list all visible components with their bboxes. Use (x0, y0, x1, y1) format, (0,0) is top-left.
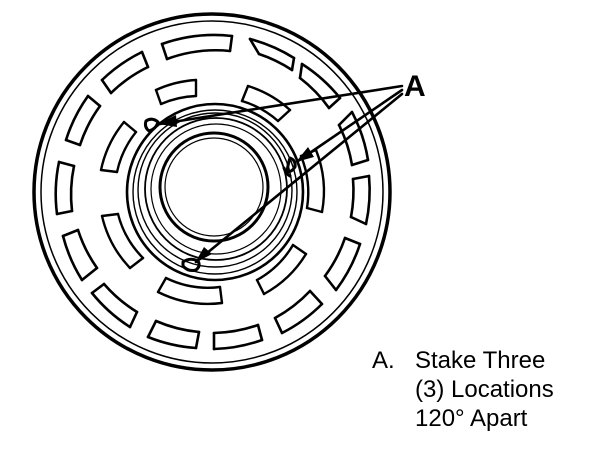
arrowhead-1 (158, 115, 177, 127)
legend-text-1: Stake Three (415, 347, 546, 374)
leader-line-3 (194, 92, 404, 264)
legend: A. Stake Three (3) Locations 120° Apart (372, 346, 554, 433)
outer-rim (32, 12, 392, 372)
callout-label-a: A (404, 70, 426, 103)
legend-line-3: 120° Apart (415, 405, 528, 432)
center-bore (158, 131, 270, 243)
legend-key: A. (372, 347, 395, 374)
stake-marks (143, 117, 297, 272)
leader-lines (158, 84, 404, 264)
stake-mark-2 (282, 156, 297, 178)
outer-rim-inner (40, 20, 384, 364)
arrowheads (158, 115, 314, 263)
legend-line-1: A. Stake Three (372, 346, 554, 375)
outer-slot-ring (54, 33, 371, 351)
leader-line-2 (296, 88, 404, 163)
stake-mark-3 (181, 257, 201, 272)
legend-line-2: (3) Locations (415, 376, 554, 403)
leader-line-1 (158, 84, 404, 126)
arrowhead-3 (195, 247, 212, 263)
stake-mark-1 (143, 117, 160, 133)
arrowhead-2 (296, 147, 314, 162)
